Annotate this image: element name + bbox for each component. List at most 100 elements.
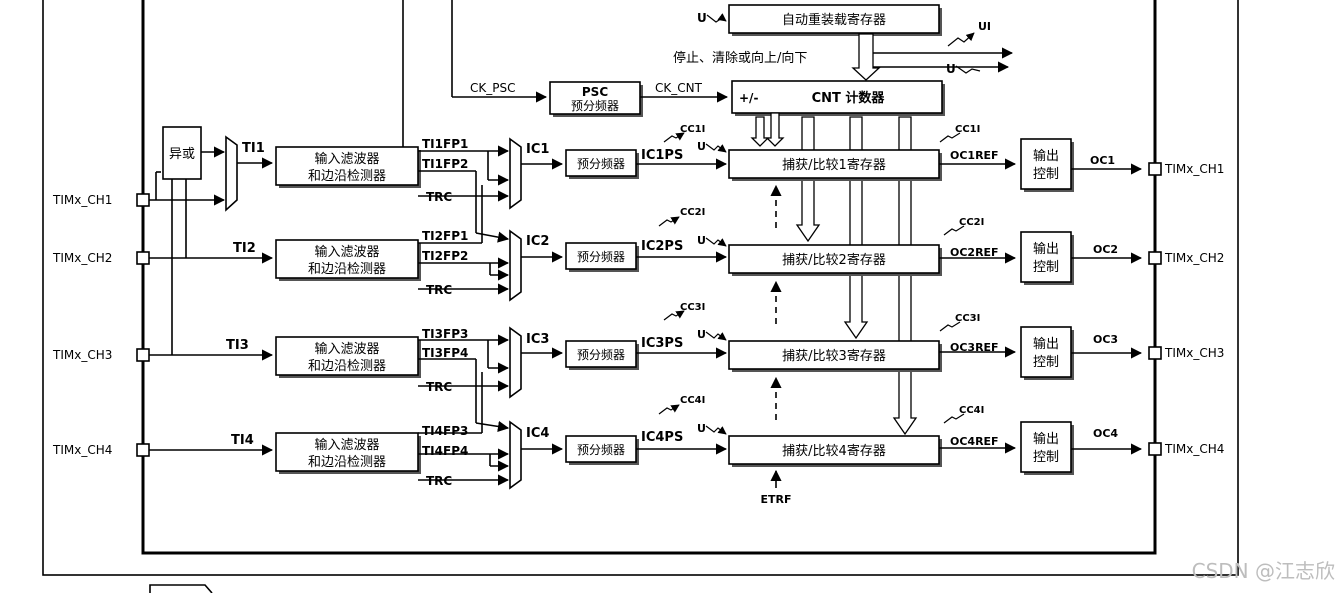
ch1-u: U <box>697 140 706 153</box>
ch2-mux <box>509 229 522 302</box>
pin-out-ch3 <box>1148 346 1162 360</box>
ti1-mux <box>225 135 238 212</box>
ti3-label: TI3 <box>226 338 249 353</box>
outer-frame <box>42 0 1239 576</box>
ch2-prescaler-label: 预分频器 <box>577 250 625 264</box>
ch3-prescaler-label: 预分频器 <box>577 348 625 362</box>
ch3-icps: IC3PS <box>641 336 683 351</box>
ui-label: UI <box>978 20 991 33</box>
ch2-cc-out: CC2I <box>959 217 984 228</box>
pin-ch1-label: TIMx_CH1 <box>52 193 112 207</box>
ch3-ocref: OC3REF <box>950 341 999 354</box>
ch3-output-control <box>1020 326 1072 378</box>
ti2-label: TI2 <box>233 241 256 256</box>
filter-2-line2: 和边沿检测器 <box>308 262 386 277</box>
ch4-cc-out: CC4I <box>959 405 984 416</box>
filter-2: 输入滤波器 和边沿检测器 <box>275 239 421 281</box>
psc-box <box>549 81 641 115</box>
ch3-mux <box>509 326 522 399</box>
ch4-ctrl2: 控制 <box>1033 450 1059 465</box>
ti4-label: TI4 <box>231 433 254 448</box>
xor-label: 异或 <box>169 147 195 162</box>
pin-out-ch2 <box>1148 251 1162 265</box>
ch2-trc: TRC <box>426 283 452 297</box>
ch2-output-control <box>1020 231 1072 283</box>
ch3-ccr-label: 捕获/比较3寄存器 <box>782 348 886 364</box>
cnt-label: CNT 计数器 <box>812 90 886 106</box>
ch2-cci: CC2I <box>680 207 705 218</box>
ch4-prescaler-label: 预分频器 <box>577 443 625 457</box>
pin-ch3 <box>136 348 150 362</box>
pin-ch3-label: TIMx_CH3 <box>52 348 112 362</box>
xor-box <box>162 126 202 180</box>
ch1-ctrl1: 输出 <box>1033 148 1059 164</box>
ch4-ccr-label: 捕获/比较4寄存器 <box>782 443 886 459</box>
ch1-ctrl2: 控制 <box>1033 167 1059 182</box>
filter-4-line2: 和边沿检测器 <box>308 455 386 470</box>
ti1-label: TI1 <box>242 141 265 156</box>
ch1-prescaler <box>565 149 637 177</box>
ch3-ctrl2: 控制 <box>1033 355 1059 370</box>
pin-ch2-label: TIMx_CH2 <box>52 251 112 265</box>
pin-out-ch3-label: TIMx_CH3 <box>1164 346 1224 360</box>
ch4-output-control <box>1020 421 1072 473</box>
filter-3-line1: 输入滤波器 <box>314 341 379 357</box>
filter-1: 输入滤波器 和边沿检测器 <box>275 146 421 188</box>
ch1-mux <box>509 137 522 210</box>
ch1-cc-out: CC1I <box>955 124 980 135</box>
pin-out-ch1-label: TIMx_CH1 <box>1164 162 1224 176</box>
ch4-ocref: OC4REF <box>950 435 999 448</box>
ch1-icps: IC1PS <box>641 148 683 163</box>
ch2-fp-b: TI2FP2 <box>422 249 468 263</box>
filter-4: 输入滤波器 和边沿检测器 <box>275 432 421 474</box>
etrf-label: ETRF <box>760 493 791 506</box>
ch4-fp-b: TI4FP4 <box>422 444 468 458</box>
psc-sub: 预分频器 <box>571 99 619 113</box>
ch3-cc-out: CC3I <box>955 313 980 324</box>
ch4-ic: IC4 <box>526 426 549 441</box>
pin-ch4-label: TIMx_CH4 <box>52 443 112 457</box>
ch1-ccr <box>728 149 940 179</box>
channel-3: TI3FP3 TI3FP4 TRC IC3 预分频器 IC3PS CC3I U … <box>418 302 1224 432</box>
ch2-oc: OC2 <box>1093 243 1118 256</box>
auto-reload-register-label: 自动重装载寄存器 <box>782 12 886 28</box>
filter-1-line1: 输入滤波器 <box>314 151 379 167</box>
ch1-output-control <box>1020 138 1072 190</box>
ch1-cci: CC1I <box>680 124 705 135</box>
ch2-ctrl1: 输出 <box>1033 241 1059 257</box>
cnt-counter <box>731 80 943 114</box>
ch4-ccr <box>728 435 940 465</box>
pin-ch4 <box>136 443 150 457</box>
ch1-ocref: OC1REF <box>950 149 999 162</box>
ch3-ic: IC3 <box>526 332 549 347</box>
pin-out-ch4-label: TIMx_CH4 <box>1164 442 1224 456</box>
pin-out-ch2-label: TIMx_CH2 <box>1164 251 1224 265</box>
ch4-oc: OC4 <box>1093 427 1118 440</box>
filter-3-line2: 和边沿检测器 <box>308 359 386 374</box>
ch1-ic: IC1 <box>526 142 549 157</box>
ch2-prescaler <box>565 242 637 270</box>
ch3-fp-a: TI3FP3 <box>422 327 468 341</box>
filter-4-line1: 输入滤波器 <box>314 437 379 453</box>
ch2-fp-a: TI2FP1 <box>422 229 468 243</box>
ch3-oc: OC3 <box>1093 333 1118 346</box>
ch4-ctrl1: 输出 <box>1033 431 1059 447</box>
pin-ch1 <box>136 193 150 207</box>
ch1-oc: OC1 <box>1090 154 1115 167</box>
ch4-trc: TRC <box>426 474 452 488</box>
u-label-reload: U <box>697 11 707 25</box>
ch4-fp-a: TI4FP3 <box>422 424 468 438</box>
channel-1: TI1FP1 TI1FP2 TRC IC1 预分频器 IC1PS CC1I U … <box>418 124 1224 243</box>
ch1-ccr-label: 捕获/比较1寄存器 <box>782 157 886 173</box>
pin-out-ch4 <box>1148 442 1162 456</box>
ch3-ccr <box>728 340 940 370</box>
cnt-plusminus: +/- <box>739 91 758 105</box>
ch4-u: U <box>697 422 706 435</box>
u-label-right: U <box>946 62 956 76</box>
pin-ch2 <box>136 251 150 265</box>
ch3-prescaler <box>565 340 637 368</box>
ck-cnt-label: CK_CNT <box>655 81 703 95</box>
filter-3: 输入滤波器 和边沿检测器 <box>275 336 421 378</box>
ch2-u: U <box>697 234 706 247</box>
